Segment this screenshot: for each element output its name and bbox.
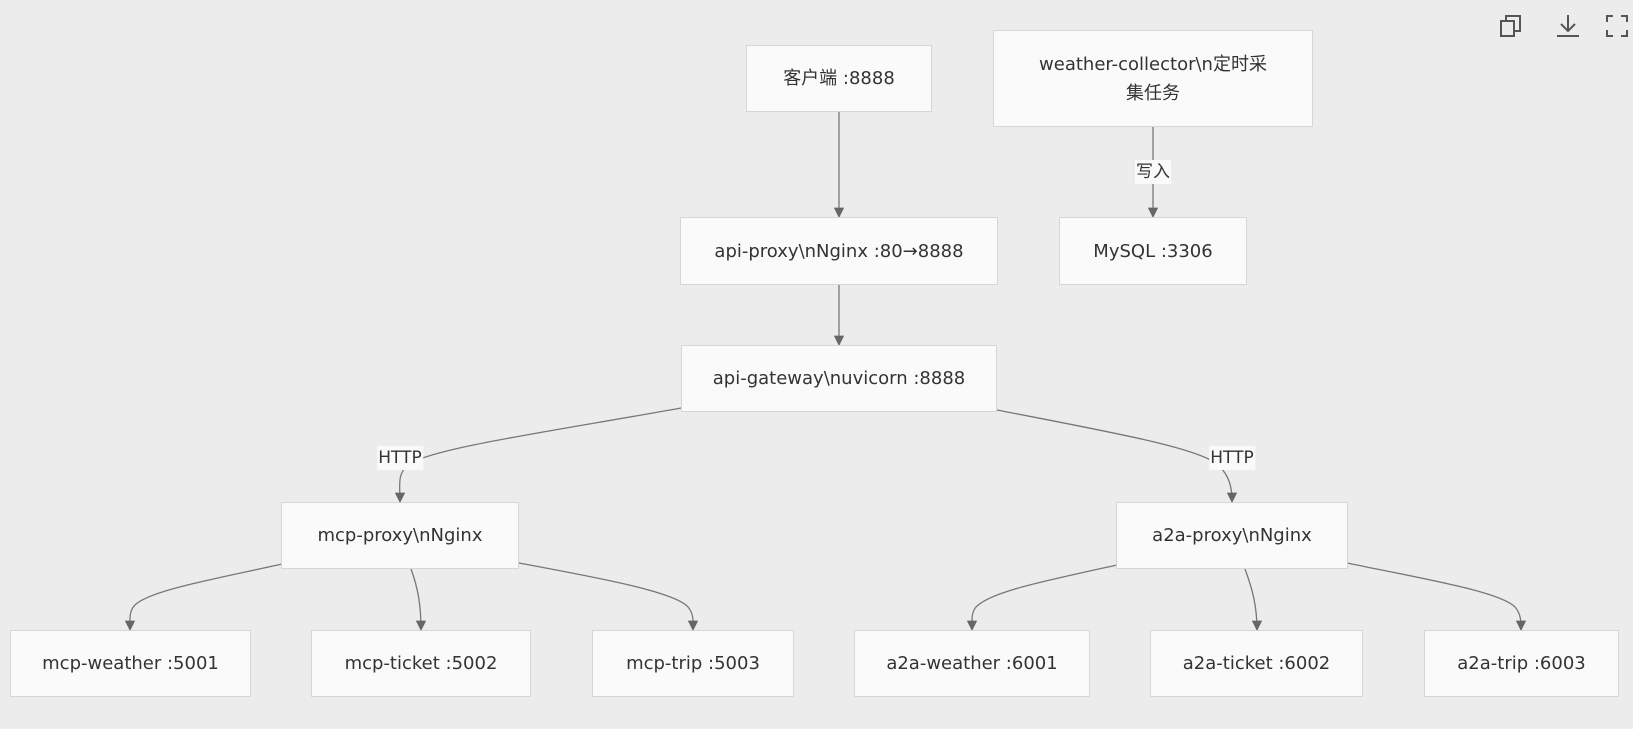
node-a2a-ticket: a2a-ticket :6002 [1150, 630, 1363, 697]
edge-label-write: 写入 [1135, 160, 1171, 184]
fullscreen-icon[interactable] [1600, 8, 1633, 44]
node-mcp-trip: mcp-trip :5003 [592, 630, 794, 697]
edge-mcp-proxy-to-weather [124, 563, 283, 632]
node-mcp-proxy-label: mcp-proxy\nNginx [317, 525, 483, 546]
edge-gateway-to-mcp-proxy [394, 407, 682, 504]
node-client-label: 客户端 :8888 [783, 68, 895, 89]
node-a2a-weather-label: a2a-weather :6001 [886, 653, 1058, 674]
edge-a2a-proxy-to-ticket [1244, 568, 1263, 632]
node-a2a-trip: a2a-trip :6003 [1424, 630, 1619, 697]
node-mcp-weather-label: mcp-weather :5001 [42, 653, 219, 674]
node-api-gateway: api-gateway\nuvicorn :8888 [681, 345, 997, 412]
edge-mcp-proxy-to-ticket [410, 568, 427, 632]
node-api-proxy-label: api-proxy\nNginx :80→8888 [714, 240, 964, 262]
edge-label-http-mcp: HTTP [377, 446, 423, 470]
edge-a2a-proxy-to-trip [1346, 562, 1527, 632]
copy-icon[interactable] [1493, 8, 1529, 44]
node-mcp-trip-label: mcp-trip :5003 [626, 653, 760, 674]
node-client: 客户端 :8888 [746, 45, 932, 112]
node-mcp-proxy: mcp-proxy\nNginx [281, 502, 519, 569]
download-icon[interactable] [1550, 8, 1586, 44]
edge-mcp-proxy-to-trip [518, 562, 699, 632]
node-a2a-proxy: a2a-proxy\nNginx [1116, 502, 1348, 569]
node-mysql-label: MySQL :3306 [1093, 240, 1213, 262]
edge-a2a-proxy-to-weather [966, 564, 1118, 632]
node-weather-collector: weather-collector\n定时采集任务 [993, 30, 1313, 127]
node-api-gateway-label: api-gateway\nuvicorn :8888 [712, 368, 966, 389]
node-mcp-ticket: mcp-ticket :5002 [311, 630, 531, 697]
node-mcp-ticket-label: mcp-ticket :5002 [344, 653, 498, 674]
edge-gateway-to-a2a-proxy [996, 409, 1238, 504]
edge-label-http-a2a: HTTP [1209, 446, 1255, 470]
node-mysql: MySQL :3306 [1059, 217, 1247, 285]
node-api-proxy: api-proxy\nNginx :80→8888 [680, 217, 998, 285]
node-mcp-weather: mcp-weather :5001 [10, 630, 251, 697]
node-a2a-weather: a2a-weather :6001 [854, 630, 1090, 697]
node-a2a-ticket-label: a2a-ticket :6002 [1182, 653, 1331, 674]
node-a2a-proxy-label: a2a-proxy\nNginx [1152, 525, 1312, 546]
node-weather-collector-label: weather-collector\n定时采集任务 [1039, 53, 1267, 104]
node-a2a-trip-label: a2a-trip :6003 [1457, 653, 1586, 674]
